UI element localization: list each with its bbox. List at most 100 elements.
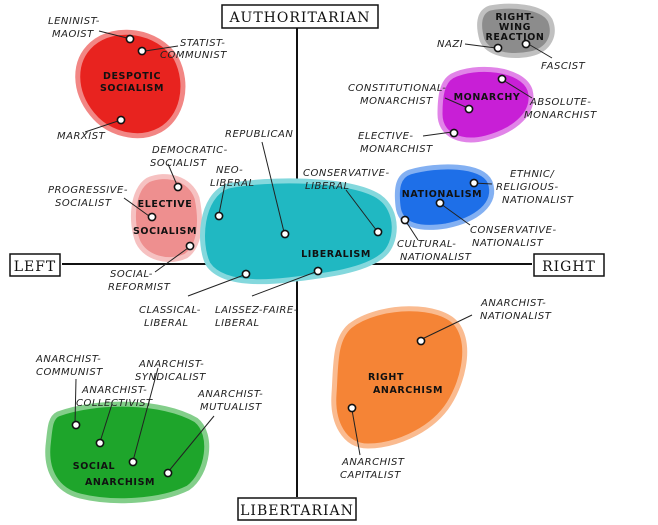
svg-text:Ethnic/: Ethnic/ [510,169,555,180]
svg-text:Fascist: Fascist [541,61,586,72]
point-statist-communist [137,46,147,56]
svg-text:Anarchist-: Anarchist- [35,354,101,365]
svg-text:Liberalism: Liberalism [301,249,371,260]
blob-elective-socialism [130,174,202,262]
svg-text:Right: Right [542,259,596,275]
svg-text:Socialism: Socialism [100,83,164,94]
svg-text:Maoist: Maoist [52,29,94,40]
svg-text:Elective-: Elective- [358,131,414,142]
svg-text:Socialism: Socialism [133,226,197,237]
point-anarchist-syndicalist [128,457,138,467]
label-democratic-socialist: Democratic- Socialist [150,145,227,169]
svg-text:Communist: Communist [160,50,227,61]
svg-text:Anarchist: Anarchist [341,457,405,468]
svg-text:Nationalist: Nationalist [502,195,574,206]
svg-text:Monarchist: Monarchist [360,96,433,107]
svg-text:Monarchy: Monarchy [454,92,521,103]
svg-text:Mutualist: Mutualist [200,402,262,413]
svg-text:Social-: Social- [110,269,153,280]
point-classical-liberal [241,269,251,279]
svg-text:Statist-: Statist- [180,38,225,49]
svg-text:Authoritarian: Authoritarian [228,10,370,26]
label-nazi: Nazi [437,39,463,50]
blob-despotic-socialism [75,29,186,139]
svg-text:Libertarian: Libertarian [240,503,354,519]
axis-label-left: Left [9,253,61,277]
point-anarchist-mutualist [163,468,173,478]
svg-text:Nationalism: Nationalism [402,189,482,200]
svg-text:Anarchist-: Anarchist- [81,385,147,396]
label-anarchist-syndicalist: Anarchist- Syndicalist [135,359,206,383]
label-statist-communist: Statist- Communist [160,38,227,61]
point-progressive-socialist [147,212,157,222]
svg-text:Conservative-: Conservative- [303,168,390,179]
group-label-nationalism: Nationalism [402,189,482,200]
label-laissez-faire-liberal: Laissez-Faire- Liberal [215,305,297,329]
svg-text:Anarchist-: Anarchist- [197,389,263,400]
point-marxist [116,115,126,125]
point-neo-liberal [214,211,224,221]
label-leninist-maoist: Leninist- Maoist [48,16,99,40]
svg-text:Cultural-: Cultural- [397,239,456,250]
svg-text:Neo-: Neo- [216,165,243,176]
label-marxist: Marxist [57,131,106,142]
label-conservative-liberal: Conservative- Liberal [303,168,390,192]
svg-text:Right: Right [368,372,404,383]
label-constitutional-monarchist: Constitutional- Monarchist [348,83,446,107]
svg-text:Absolute-: Absolute- [529,97,591,108]
label-republican: Republican [225,129,293,140]
axis-label-top: Authoritarian [221,4,379,29]
svg-text:Nationalist: Nationalist [480,311,552,322]
svg-text:Marxist: Marxist [57,131,106,142]
blob-liberalism [200,178,397,285]
blob-monarchy [437,66,534,143]
group-label-despotic-socialism: Despotic Socialism [100,71,164,94]
svg-text:Constitutional-: Constitutional- [348,83,446,94]
svg-text:Capitalist: Capitalist [340,470,401,481]
svg-text:Nationalist: Nationalist [472,238,544,249]
svg-text:Nazi: Nazi [437,39,463,50]
svg-text:Reformist: Reformist [108,282,171,293]
group-label-elective-socialism: Elective Socialism [133,199,197,237]
svg-text:Religious-: Religious- [496,182,559,193]
svg-text:Despotic: Despotic [103,71,161,82]
blob-nationalism [394,164,495,230]
svg-text:Anarchist-: Anarchist- [480,298,546,309]
label-absolute-monarchist: Absolute- Monarchist [524,97,597,121]
point-anarchist-communist [71,420,81,430]
svg-text:Reaction: Reaction [486,32,545,43]
label-classical-liberal: Classical- Liberal [139,305,200,329]
svg-text:Wing: Wing [499,22,531,33]
point-ethnic-religious-nationalist [469,178,479,188]
leader-lines [74,30,553,473]
svg-text:Right-: Right- [495,12,534,23]
ideology-points [71,34,531,478]
svg-text:Elective: Elective [138,199,193,210]
svg-text:Monarchist: Monarchist [524,110,597,121]
point-conservative-nationalist [435,198,445,208]
point-cultural-nationalist [400,215,410,225]
label-anarchist-mutualist: Anarchist- Mutualist [197,389,263,413]
label-anarchist-capitalist: Anarchist Capitalist [340,457,405,481]
svg-text:Syndicalist: Syndicalist [135,372,206,383]
label-anarchist-communist: Anarchist- Communist [35,354,103,378]
label-anarchist-collectivist: Anarchist- Collectivist [76,385,153,409]
axis-label-bottom: Libertarian [237,497,357,521]
group-label-social-anarchism: Social Anarchism [73,461,155,488]
svg-text:Collectivist: Collectivist [76,398,153,409]
axis-label-right: Right [533,253,605,277]
svg-text:Social: Social [73,461,115,472]
label-progressive-socialist: Progressive- Socialist [48,185,127,209]
svg-text:Liberal: Liberal [305,181,350,192]
svg-text:Socialist: Socialist [150,158,207,169]
point-absolute-monarchist [497,74,507,84]
svg-text:Anarchism: Anarchism [373,385,443,396]
group-label-monarchy: Monarchy [454,92,521,103]
svg-text:Liberal: Liberal [210,178,255,189]
label-anarchist-nationalist: Anarchist- Nationalist [480,298,552,322]
label-conservative-nationalist: Conservative- Nationalist [470,225,556,249]
svg-text:Communist: Communist [36,367,103,378]
point-fascist [521,39,531,49]
